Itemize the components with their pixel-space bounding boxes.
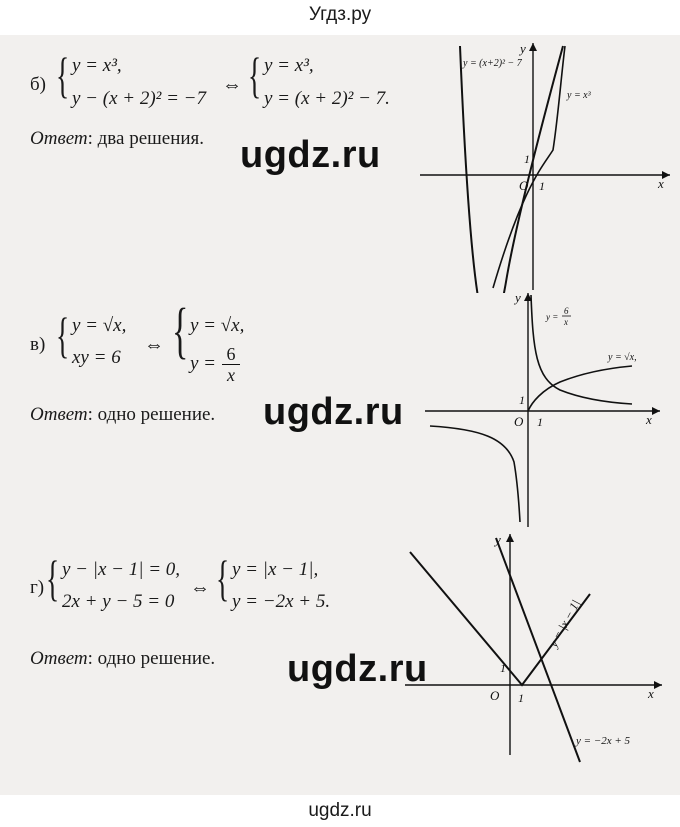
graph-g: y = |x − 1| y = −2x + 5 x y O 1 1 [405,532,662,763]
equation: y = −2x + 5. [232,591,331,612]
cubic-curve [492,45,566,289]
equivalence-sign: ⇔ [190,577,210,599]
origin-label: O [514,414,524,429]
system-brace: { [46,550,60,606]
linear-line [495,537,581,763]
x-arrow [652,407,660,415]
answer-label: Ответ [30,404,88,425]
system-brace: { [56,47,70,103]
axis-label: y [513,290,521,305]
equation: y = √x, [72,315,127,336]
origin-label: O [490,688,500,703]
curve-label: y = −2x + 5 [575,735,631,747]
answer-text: : одно решение. [87,648,216,669]
tick-label: 1 [518,691,524,705]
equivalence-sign: ⇔ [144,334,164,356]
tick-label: 1 [537,415,543,429]
curve-label: y = x³ [566,90,592,101]
answer-line: Ответ: два решения. [30,128,204,150]
origin-label: O [519,178,529,193]
system-brace: { [248,47,262,103]
fraction-numerator: 6 [222,344,240,365]
site-title-top: Угдз.ру [308,4,372,25]
parabola-curve [459,45,564,293]
abs-value-lines [409,551,591,687]
curve-label: x [563,317,568,327]
equation: xy = 6 [72,347,121,368]
answer-line: Ответ: одно решение. [30,404,215,426]
curve-label: 6 [564,306,569,316]
axis-label: x [647,686,654,701]
graph-v: y = 6 x y = √x, x y O 1 1 [425,290,660,527]
equation: y − (x + 2)² = −7 [72,88,207,109]
textbook-page [0,35,680,795]
hyperbola-branch-pos [530,294,633,405]
curve-label: y = [545,312,558,322]
tick-label: 1 [524,152,530,166]
part-v-label: в) [30,334,46,355]
equation: y = √x, [190,315,245,336]
hyperbola-branch-neg [429,425,521,523]
y-arrow [506,534,514,542]
equation: y = x³, [264,55,314,76]
part-g-label: г) [30,577,45,598]
curve-label: y = |x − 1| [546,597,583,650]
tick-label: 1 [539,179,545,193]
x-arrow [662,171,670,179]
graph-b: y = (x+2)² − 7 y = x³ x y O 1 1 [420,41,670,293]
watermark: ugdz.ru [287,648,428,690]
fraction-denominator: x [227,365,235,385]
answer-line: Ответ: одно решение. [30,648,215,670]
axis-label: y [493,532,501,547]
curve-label: y = √x, [607,352,637,363]
y-arrow [529,43,537,51]
axis-label: x [657,176,664,191]
system-brace: { [56,307,70,363]
tick-label: 1 [519,393,525,407]
watermark: ugdz.ru [263,391,404,433]
answer-label: Ответ [30,128,88,149]
equation: 2x + y − 5 = 0 [62,591,175,612]
equivalence-sign: ⇔ [222,74,242,96]
equation: y = (x + 2)² − 7. [264,88,390,109]
equation: y − |x − 1| = 0, [62,559,181,580]
part-b-label: б) [30,74,46,95]
system-brace: { [216,550,230,606]
watermark: ugdz.ru [240,134,381,176]
system-brace: { [172,297,189,365]
sqrt-curve [527,365,633,412]
axis-label: y [518,41,526,56]
answer-text: : одно решение. [87,404,216,425]
axis-label: x [645,412,652,427]
answer-text: : два решения. [87,128,205,149]
fraction: 6 x [222,344,240,385]
tick-label: 1 [500,661,506,675]
equation: y = |x − 1|, [232,559,319,580]
site-title-bottom: ugdz.ru [308,800,372,821]
y-arrow [524,293,532,301]
curve-label: y = (x+2)² − 7 [462,58,523,69]
answer-label: Ответ [30,648,88,669]
equation: y = x³, [72,55,122,76]
equation: y = [190,353,217,374]
x-arrow [654,681,662,689]
